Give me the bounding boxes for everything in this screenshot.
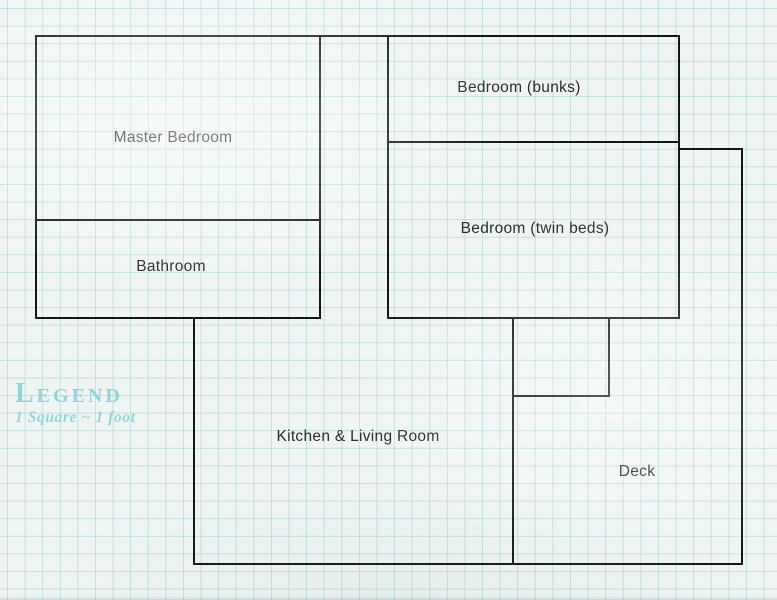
wall-left	[35, 35, 37, 319]
wall-kitchen-deck-divider	[512, 317, 514, 565]
wall-bottom	[193, 563, 743, 565]
wall-left-block-right	[319, 35, 321, 319]
wall-bedrooms-left	[387, 35, 389, 319]
room-label-deck: Deck	[618, 463, 656, 480]
room-label-bathroom: Bathroom	[136, 258, 206, 275]
wall-bunks-twin-divider	[387, 141, 680, 143]
wall-entry-nook-right	[608, 317, 610, 397]
room-label-master-bedroom: Master Bedroom	[113, 129, 233, 146]
wall-master-bathroom-divider	[35, 219, 321, 221]
room-label-kitchen-living: Kitchen & Living Room	[276, 428, 440, 445]
wall-top	[35, 35, 680, 37]
room-label-bedroom-bunks: Bedroom (bunks)	[457, 79, 581, 96]
room-label-bedroom-twin: Bedroom (twin beds)	[460, 220, 610, 237]
legend-scale-note: 1 Square ~ 1 foot	[15, 409, 136, 426]
legend-title: Legend	[15, 378, 123, 409]
legend: Legend 1 Square ~ 1 foot	[15, 378, 136, 427]
wall-bedrooms-bottom	[387, 317, 680, 319]
wall-right	[741, 148, 743, 565]
wall-kitchen-left	[193, 317, 195, 565]
wall-entry-nook-bottom	[512, 395, 610, 397]
wall-bedrooms-right	[678, 35, 680, 319]
wall-extension-top	[678, 148, 743, 150]
wall-bathroom-bottom	[35, 317, 321, 319]
